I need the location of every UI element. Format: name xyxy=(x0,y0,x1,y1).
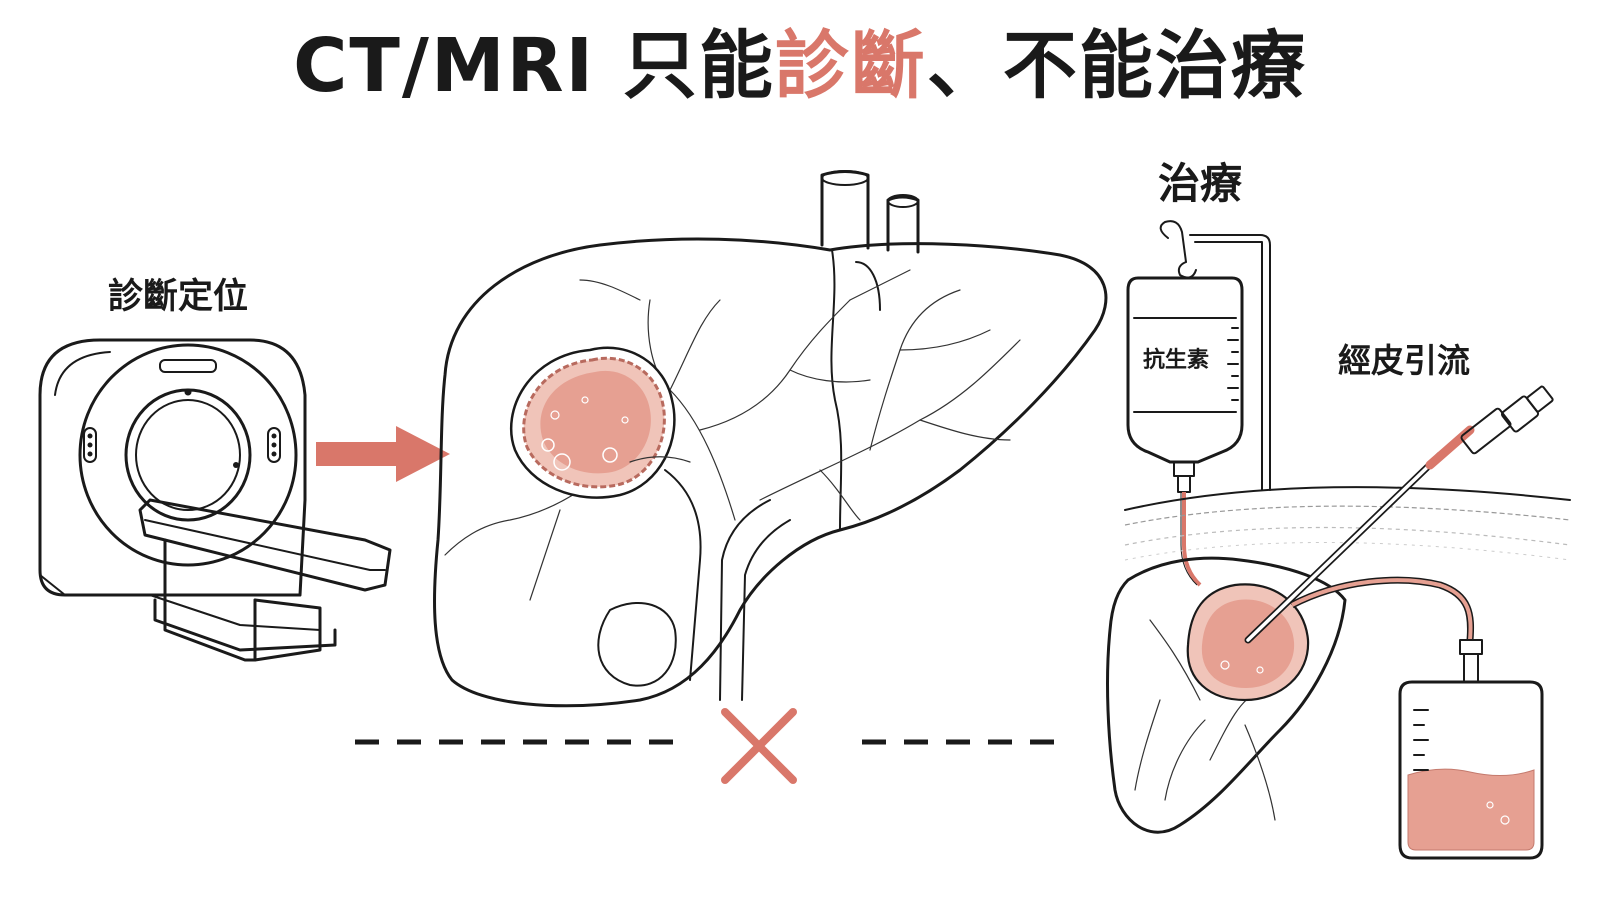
title-highlight: 診斷 xyxy=(774,23,927,109)
drainage-bag-icon xyxy=(1398,639,1544,860)
title-prefix: CT/MRI 只能 xyxy=(293,23,775,109)
drainage-needle-icon xyxy=(1244,385,1554,644)
iv-bag-icon xyxy=(1126,276,1244,587)
label-diagnosis: 診斷定位 xyxy=(108,277,249,317)
label-iv-bag: 抗生素 xyxy=(1143,348,1210,373)
separator xyxy=(355,708,1070,784)
label-drainage: 經皮引流 xyxy=(1338,341,1470,380)
abscess xyxy=(509,346,676,499)
treatment-illustration xyxy=(1106,220,1571,860)
title-suffix: 、不能治療 xyxy=(926,23,1307,109)
label-treatment: 治療 xyxy=(1158,159,1243,208)
page-title: CT/MRI 只能診斷、不能治療 xyxy=(0,22,1600,111)
liver-illustration xyxy=(433,170,1108,708)
right-arrow-icon xyxy=(316,426,450,482)
ct-scanner-icon xyxy=(38,338,392,662)
cross-icon xyxy=(721,708,797,784)
